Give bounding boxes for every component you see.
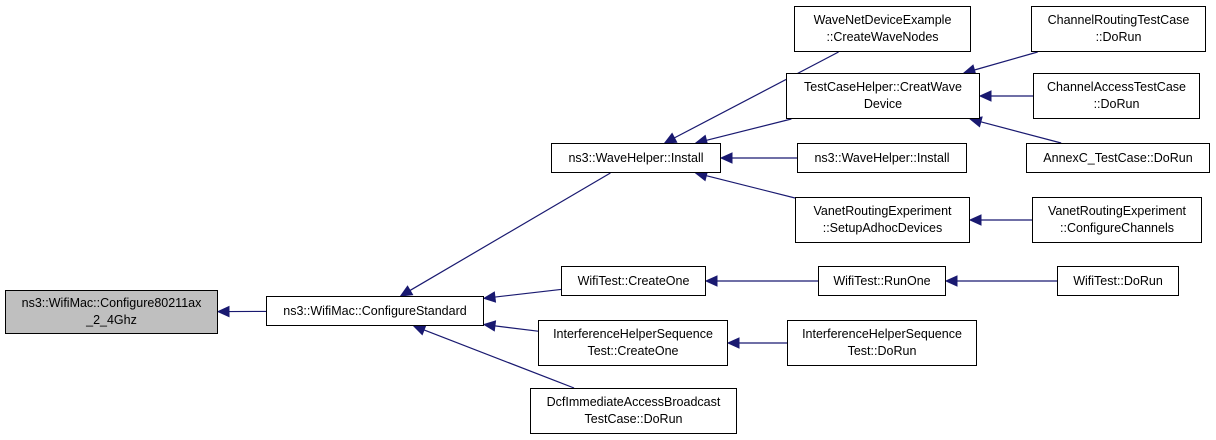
node-label-line: Device [863, 97, 903, 111]
arrowhead-wavenet-createwavenodes-to-wave-helper-install [663, 132, 678, 144]
node-wifimac-configure80211ax-2-4ghz: ns3::WifiMac::Configure80211ax _2_4Ghz [5, 290, 218, 334]
arrowhead-wave-helper-install-to-configure-standard [399, 285, 414, 297]
node-label-line: WifiTest::CreateOne [577, 273, 690, 288]
node-wavenetdeviceexample-createwavenodes[interactable]: WaveNetDeviceExample ::CreateWaveNodes [794, 6, 971, 52]
node-label-line: ns3::WaveHelper::Install [568, 150, 704, 165]
node-label-line: ns3::WaveHelper::Install [814, 150, 950, 165]
node-testcasehelper-creatwavedevice[interactable]: TestCaseHelper::CreatWave Device [786, 73, 980, 119]
arrowhead-wave-helper-install-2-to-wave-helper-install [719, 152, 733, 164]
node-label-line: ::DoRun [1093, 97, 1140, 111]
arrowhead-dcf-immediate-dorun-to-configure-standard [412, 324, 427, 336]
node-label-line: VanetRoutingExperiment [1047, 204, 1187, 218]
node-wifimac-configurestandard[interactable]: ns3::WifiMac::ConfigureStandard [266, 296, 484, 326]
node-label-line: DcfImmediateAccessBroadcast [546, 395, 721, 409]
edge-wavenet-createwavenodes-to-wave-helper-install [674, 51, 839, 139]
node-label-line: ns3::WifiMac::ConfigureStandard [283, 303, 467, 318]
node-wavehelper-install[interactable]: ns3::WaveHelper::Install [551, 143, 721, 173]
arrowhead-wifitest-runone-to-wifitest-createone [704, 275, 718, 287]
node-label-line: AnnexC_TestCase::DoRun [1043, 150, 1193, 165]
node-wifitest-createone[interactable]: WifiTest::CreateOne [561, 266, 706, 296]
node-vanetroutingexperiment-configurechannels[interactable]: VanetRoutingExperiment ::ConfigureChanne… [1032, 197, 1202, 243]
node-vanetroutingexperiment-setupadhocdevices[interactable]: VanetRoutingExperiment ::SetupAdhocDevic… [795, 197, 970, 243]
node-label-line: WifiTest::RunOne [833, 273, 931, 288]
node-label-line: ::DoRun [1095, 30, 1142, 44]
node-interferencehelpersequencetest-createone[interactable]: InterferenceHelperSequence Test::CreateO… [538, 320, 728, 366]
node-wifitest-dorun[interactable]: WifiTest::DoRun [1057, 266, 1179, 296]
node-wavehelper-install-overload[interactable]: ns3::WaveHelper::Install [797, 143, 967, 173]
arrowhead-wifitest-dorun-to-wifitest-runone [944, 275, 958, 287]
node-channelaccesstestcase-dorun[interactable]: ChannelAccessTestCase ::DoRun [1033, 73, 1200, 119]
arrowhead-configure-standard-to-root [216, 305, 230, 318]
arrowhead-wifitest-createone-to-configure-standard [482, 291, 497, 303]
node-wifitest-runone[interactable]: WifiTest::RunOne [818, 266, 946, 296]
node-label-line: ns3::WifiMac::Configure80211ax [21, 296, 202, 310]
edge-wifitest-createone-to-configure-standard [494, 288, 562, 298]
node-label-line: ChannelAccessTestCase [1047, 80, 1186, 94]
node-channelroutingtestcase-dorun[interactable]: ChannelRoutingTestCase ::DoRun [1031, 6, 1206, 52]
edge-interference-createone-to-configure-standard [494, 325, 539, 332]
node-dcfimmediateaccessbroadcasttestcase-dorun[interactable]: DcfImmediateAccessBroadcast TestCase::Do… [530, 388, 737, 434]
arrowhead-interference-createone-to-configure-standard [482, 320, 497, 332]
node-label-line: ::CreateWaveNodes [826, 30, 939, 44]
edge-testcasehelper-creatwavedevice-to-wave-helper-install [706, 118, 792, 141]
node-label-line: TestCase::DoRun [584, 412, 683, 426]
edge-annexc-dorun-to-testcasehelper-creatwavedevice [980, 121, 1062, 144]
arrowhead-channelaccess-dorun-to-testcasehelper-creatwavedevice [978, 90, 992, 102]
edge-dcf-immediate-dorun-to-configure-standard [423, 329, 575, 389]
node-label-line: _2_4Ghz [86, 313, 137, 327]
node-label-line: Test::DoRun [847, 344, 917, 358]
arrowhead-vanet-configurechannels-to-vanet-setupadhocdevices [968, 214, 982, 226]
node-annexc-testcase-dorun[interactable]: AnnexC_TestCase::DoRun [1026, 143, 1210, 173]
node-label-line: ::ConfigureChannels [1060, 221, 1174, 235]
edge-vanet-setupadhocdevices-to-wave-helper-install [706, 175, 796, 199]
node-label-line: ChannelRoutingTestCase [1047, 13, 1190, 27]
node-label-line: Test::CreateOne [587, 344, 679, 358]
node-label-line: VanetRoutingExperiment [813, 204, 952, 218]
node-label-line: InterferenceHelperSequence [802, 327, 962, 341]
node-label-line: ::SetupAdhocDevices [822, 221, 943, 235]
arrowhead-interference-dorun-to-interference-createone [726, 337, 740, 349]
node-label-line: TestCaseHelper::CreatWave [804, 80, 962, 94]
node-label-line: WifiTest::DoRun [1073, 273, 1163, 288]
node-interferencehelpersequencetest-dorun[interactable]: InterferenceHelperSequence Test::DoRun [787, 320, 977, 366]
node-label-line: InterferenceHelperSequence [553, 327, 713, 341]
node-label-line: WaveNetDeviceExample [813, 13, 952, 27]
edge-channelrouting-dorun-to-testcasehelper-creatwavedevice [974, 51, 1038, 71]
edge-wave-helper-install-to-configure-standard [409, 172, 611, 291]
